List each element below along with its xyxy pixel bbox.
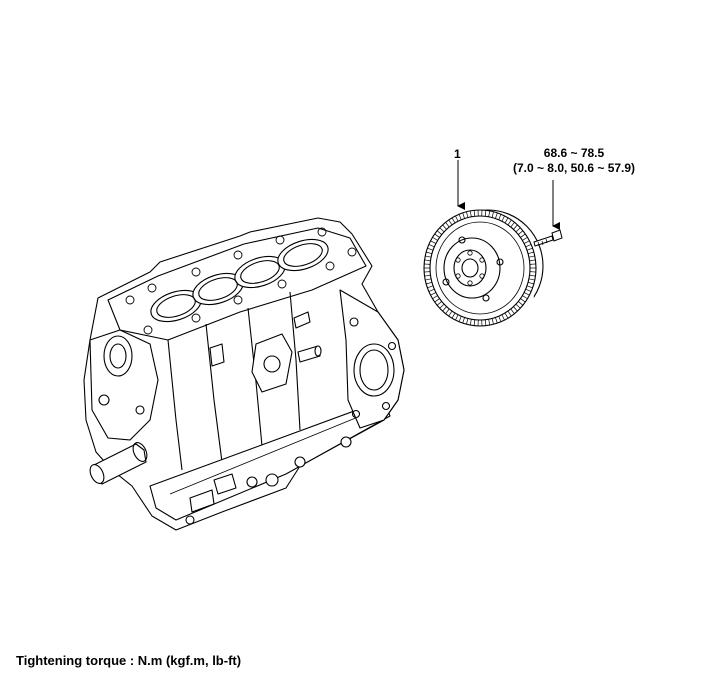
gear-tooth — [473, 319, 476, 326]
gear-tooth — [436, 301, 442, 306]
gear-tooth — [498, 316, 502, 322]
gear-tooth — [425, 278, 432, 281]
torque-alt-units: (7.0 ~ 8.0, 50.6 ~ 57.9) — [512, 161, 636, 175]
gear-tooth — [455, 314, 459, 321]
gear-tooth — [432, 295, 438, 300]
gear-tooth — [488, 210, 491, 217]
gear-tooth — [495, 317, 498, 324]
gear-tooth — [529, 259, 536, 262]
gear-tooth — [445, 222, 450, 228]
gear-tooth — [430, 292, 437, 296]
gear-tooth — [425, 255, 432, 258]
gear-tooth — [430, 240, 437, 244]
ring-gear-teeth — [424, 210, 536, 326]
gear-tooth — [501, 314, 505, 321]
gear-tooth — [498, 214, 502, 220]
gear-tooth — [504, 217, 509, 224]
gear-tooth — [520, 298, 526, 303]
gear-tooth — [427, 247, 434, 251]
gear-tooth — [469, 319, 472, 326]
gear-tooth — [520, 233, 526, 238]
gear-tooth — [501, 215, 505, 222]
flywheel-bolt — [533, 229, 563, 247]
gear-tooth — [466, 211, 469, 218]
gear-tooth — [513, 224, 518, 230]
gear-tooth — [504, 312, 509, 319]
gear-tooth — [426, 281, 433, 285]
gear-tooth — [510, 308, 515, 314]
gear-tooth — [427, 285, 434, 289]
gear-tooth — [428, 288, 435, 292]
part-number-label: 1 — [454, 147, 461, 161]
gear-tooth — [525, 288, 532, 292]
gear-tooth — [523, 292, 530, 296]
gear-tooth — [488, 319, 491, 326]
gear-tooth — [428, 244, 435, 248]
gear-tooth — [522, 236, 528, 241]
gear-tooth — [442, 224, 447, 230]
gear-tooth — [424, 259, 431, 262]
gear-tooth — [439, 303, 445, 309]
gear-tooth — [526, 285, 533, 289]
gear-tooth — [466, 318, 469, 325]
gear-tooth — [434, 233, 440, 238]
gear-tooth — [515, 227, 521, 233]
gear-tooth — [495, 212, 498, 219]
gear-tooth — [436, 230, 442, 235]
flywheel — [423, 209, 544, 327]
gear-tooth — [491, 211, 494, 218]
gear-tooth — [484, 319, 487, 326]
gear-tooth — [527, 251, 534, 255]
torque-spec-label: 68.6 ~ 78.5 (7.0 ~ 8.0, 50.6 ~ 57.9) — [494, 146, 654, 176]
gear-tooth — [484, 210, 487, 217]
gear-tooth — [451, 217, 456, 224]
gear-tooth — [473, 210, 476, 217]
gear-tooth — [529, 274, 536, 277]
gear-tooth — [526, 247, 533, 251]
gear-tooth — [507, 310, 512, 317]
gear-tooth — [469, 210, 472, 217]
torque-value: 68.6 ~ 78.5 — [543, 146, 605, 160]
gear-tooth — [439, 227, 445, 233]
gear-tooth — [515, 303, 521, 309]
gear-tooth — [523, 240, 530, 244]
gear-tooth — [528, 255, 535, 258]
gear-tooth — [525, 244, 532, 248]
gear-tooth — [442, 306, 447, 312]
gear-tooth — [426, 251, 433, 255]
tightening-torque-note: Tightening torque : N.m (kgf.m, lb-ft) — [16, 653, 242, 668]
gear-tooth — [513, 306, 518, 312]
gear-tooth — [507, 219, 512, 226]
gear-tooth — [448, 310, 453, 317]
gear-tooth — [510, 222, 515, 228]
engine-block — [83, 217, 405, 531]
gear-tooth — [458, 316, 462, 322]
gear-tooth — [424, 274, 431, 277]
gear-tooth — [432, 236, 438, 241]
gear-tooth — [434, 298, 440, 303]
gear-tooth — [491, 318, 494, 325]
gear-tooth — [448, 219, 453, 226]
gear-tooth — [462, 317, 465, 324]
gear-tooth — [528, 278, 535, 281]
gear-tooth — [527, 281, 534, 285]
gear-tooth — [455, 215, 459, 222]
gear-tooth — [522, 295, 528, 300]
gear-tooth — [445, 308, 450, 314]
gear-tooth — [451, 312, 456, 319]
gear-tooth — [458, 214, 462, 220]
gear-tooth — [518, 301, 524, 306]
gear-tooth — [462, 212, 465, 219]
gear-tooth — [518, 230, 524, 235]
